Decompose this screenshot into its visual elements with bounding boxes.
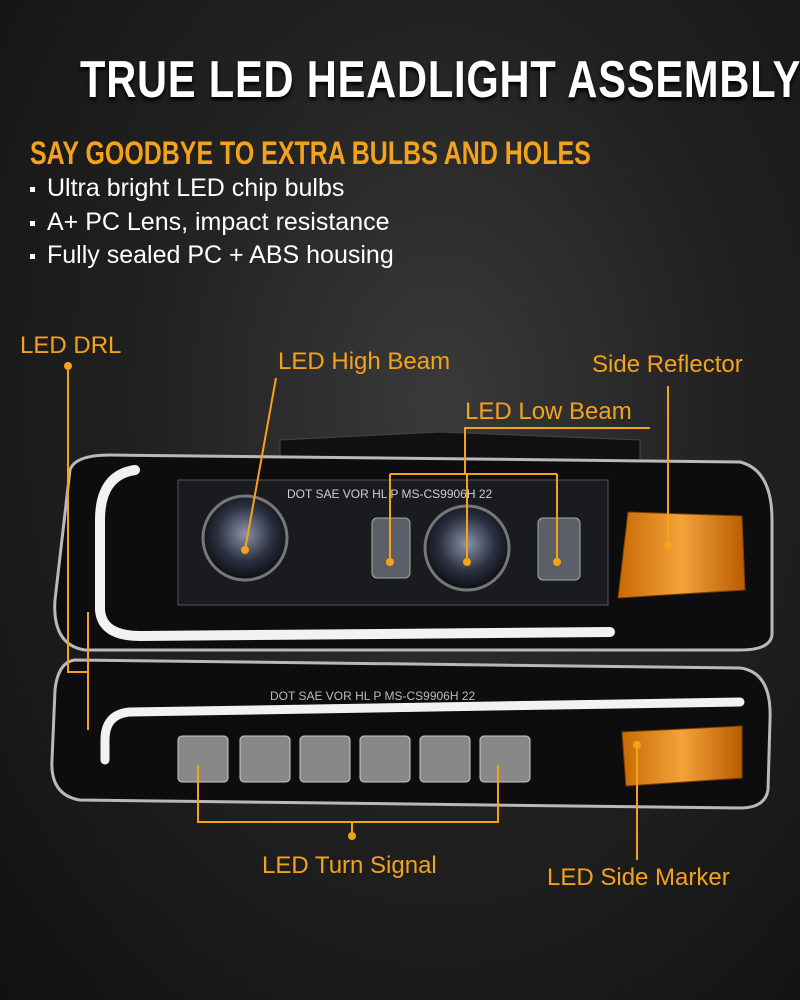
label-led-drl: LED DRL	[20, 332, 122, 359]
page-title: TRUE LED HEADLIGHT ASSEMBLY	[80, 51, 800, 109]
callout-dots	[64, 362, 672, 840]
side-marker	[621, 725, 743, 787]
label-side-reflector: Side Reflector	[592, 351, 743, 378]
subtitle: SAY GOODBYE TO EXTRA BULBS AND HOLES	[30, 135, 591, 171]
lower-signal-light: DOT SAE VOR HL P MS-CS9906H 22	[50, 658, 772, 810]
bullet-icon	[30, 220, 35, 226]
feature-bullet: Ultra bright LED chip bulbs	[30, 174, 344, 203]
label-led-turn-signal: LED Turn Signal	[262, 852, 437, 879]
turn-signal-leds	[177, 735, 531, 783]
lens-marking-lower: DOT SAE VOR HL P MS-CS9906H 22	[270, 689, 476, 703]
high-beam-lens	[201, 494, 289, 582]
feature-bullet: Fully sealed PC + ABS housing	[30, 241, 394, 270]
bullet-icon	[30, 253, 35, 259]
label-led-high-beam: LED High Beam	[278, 348, 451, 375]
feature-bullet: A+ PC Lens, impact resistance	[30, 208, 390, 237]
label-led-low-beam: LED Low Beam	[465, 398, 632, 425]
callout-lines	[67, 366, 669, 860]
bullet-icon	[30, 186, 35, 192]
side-reflector	[617, 511, 746, 599]
upper-headlight: DOT SAE VOR HL P MS-CS9906H 22	[53, 431, 774, 652]
label-led-side-marker: LED Side Marker	[547, 864, 730, 891]
